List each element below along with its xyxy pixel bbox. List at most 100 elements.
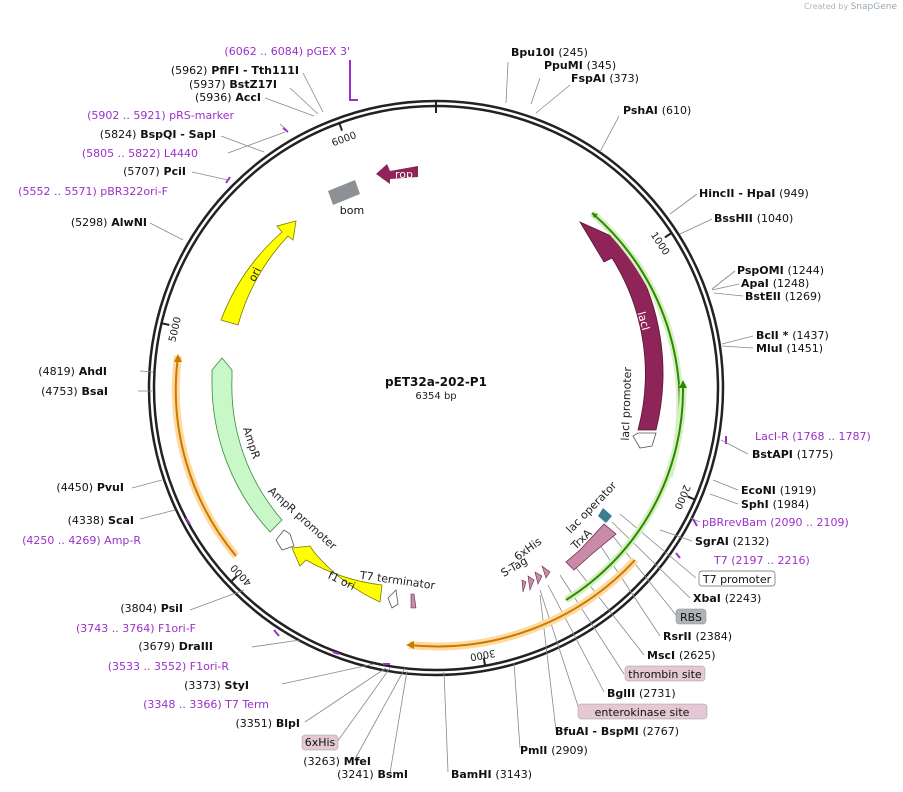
lacI-promoter-label: lacI promoter <box>619 366 635 441</box>
tick-label-2000: 2000 <box>672 483 692 511</box>
label-pBR322ori-F: (5552 .. 5571) pBR322ori-F <box>18 185 168 198</box>
label-HincII: HincII - HpaI (949) <box>699 187 809 200</box>
label-DraIII: (3679) DraIII <box>138 640 213 653</box>
green-arrow-head-1 <box>592 213 598 218</box>
S-Tag-label: S-Tag <box>499 554 530 580</box>
tick-label-1000: 1000 <box>648 230 671 257</box>
tick-mark-5000 <box>161 322 170 327</box>
box-enterokinase <box>577 703 708 720</box>
label-BsaI: (4753) BsaI <box>41 385 108 398</box>
label-AccI: (5936) AccI <box>195 91 261 104</box>
label-F1ori-R: (3533 .. 3552) F1ori-R <box>108 660 230 673</box>
label-BamHI: BamHI (3143) <box>451 768 532 781</box>
label-BsmI: (3241) BsmI <box>337 768 408 781</box>
label-RBS: RBS <box>680 611 702 624</box>
label-SgrAI: SgrAI (2132) <box>695 535 769 548</box>
snapgene-watermark: Created by SnapGene <box>804 2 897 12</box>
f1-ori-label: f1 ori <box>326 569 357 593</box>
f1-ori-arrow <box>291 545 383 603</box>
watermark-brand: SnapGene <box>850 2 897 12</box>
label-Amp-R: (4250 .. 4269) Amp-R <box>22 534 141 547</box>
rop-arrow <box>376 164 418 184</box>
plasmid-length: 6354 bp <box>415 391 456 402</box>
label-AlwNI: (5298) AlwNI <box>71 216 147 229</box>
label-BlpI: (3351) BlpI <box>235 717 300 730</box>
lac-operator-box <box>598 508 612 523</box>
orange-arc-outer-line <box>174 355 237 557</box>
bom-label: bom <box>340 204 364 217</box>
label-EcoNI: EcoNI (1919) <box>741 484 816 497</box>
label-PshAI: PshAI (610) <box>623 104 691 117</box>
tick-label-6000: 6000 <box>330 130 358 149</box>
label-PflFI: (5962) PflFI - Tth111I <box>171 64 299 77</box>
S-Tag-mark-b <box>521 579 527 593</box>
label-MfeI: (3263) MfeI <box>303 755 371 768</box>
label-BclI: BclI * (1437) <box>756 329 829 342</box>
site-labels: (6062 .. 6084) pGEX 3' (5962) PflFI - Tt… <box>18 45 871 781</box>
label-RsrII: RsrII (2384) <box>663 630 732 643</box>
label-T7-Term: (3348 .. 3366) T7 Term <box>143 698 269 711</box>
green-arc-2-line <box>565 383 685 601</box>
label-Bpu10I: Bpu10I (245) <box>511 46 588 59</box>
tick-mark-6000 <box>338 122 343 131</box>
label-PspOMI: PspOMI (1244) <box>737 264 824 277</box>
ori-label: ori <box>246 265 264 284</box>
label-T7-promoter: T7 promoter <box>702 573 772 586</box>
label-XbaI: XbaI (2243) <box>693 592 761 605</box>
6xHis-mark-b <box>534 571 543 585</box>
6xHis-mark-a <box>541 565 551 579</box>
label-pBRrevBam: pBRrevBam (2090 .. 2109) <box>702 516 849 529</box>
bom-box <box>328 180 360 205</box>
lacI-arrow <box>579 221 664 431</box>
tick-label-3000: 3000 <box>469 647 496 662</box>
label-pRS-marker: (5902 .. 5921) pRS-marker <box>87 109 234 122</box>
TrxA-arrow <box>565 523 617 571</box>
AmpR-promoter-arrow <box>275 529 295 551</box>
label-MluI: MluI (1451) <box>756 342 823 355</box>
label-BstEII: BstEII (1269) <box>745 290 821 303</box>
watermark-prefix: Created by <box>804 2 849 11</box>
label-T7: T7 (2197 .. 2216) <box>713 554 810 567</box>
T7-terminator-mark <box>410 593 417 609</box>
label-FspAI: FspAI (373) <box>571 72 639 85</box>
lac-operator-label: lac operator <box>564 479 620 536</box>
label-L4440: (5805 .. 5822) L4440 <box>82 147 198 160</box>
label-ScaI: (4338) ScaI <box>68 514 134 527</box>
tick-mark-1000 <box>664 232 673 239</box>
label-PmlI: PmlI (2909) <box>520 744 588 757</box>
tick-mark-3000 <box>482 657 487 666</box>
label-BstAPI: BstAPI (1775) <box>752 448 833 461</box>
label-BstZ17I: (5937) BstZ17I <box>189 78 277 91</box>
features-layer: rop bom ori lacI lacI promoter AmpR AmpR <box>171 164 687 651</box>
box-thrombin <box>624 665 706 682</box>
label-LacI-R: LacI-R (1768 .. 1787) <box>755 430 871 443</box>
tick-label-5000: 5000 <box>167 316 184 343</box>
box-6xHis <box>301 734 339 751</box>
T7-terminator-arrow <box>387 589 399 609</box>
label-thrombin: thrombin site <box>628 668 702 681</box>
label-AhdI: (4819) AhdI <box>38 365 107 378</box>
label-BfuAI: BfuAI - BspMI (2767) <box>555 725 679 738</box>
tick-mark-2000 <box>687 495 696 501</box>
orange-arrow-head-2 <box>406 641 414 649</box>
box-T7-promoter <box>698 570 776 587</box>
label-StyI: (3373) StyI <box>184 679 249 692</box>
label-MscI: MscI (2625) <box>647 649 716 662</box>
box-RBS <box>675 608 707 625</box>
orange-arc-bottom-line <box>408 559 636 648</box>
label-PciI: (5707) PciI <box>123 165 186 178</box>
ori-arrow <box>220 220 297 326</box>
tick-mark-4000 <box>230 575 238 583</box>
label-PvuI: (4450) PvuI <box>56 481 124 494</box>
lacI-promoter-arrow <box>632 432 657 449</box>
AmpR-arrow <box>211 357 283 533</box>
S-Tag-mark <box>527 575 535 592</box>
plasmid-name: pET32a-202-P1 <box>385 375 487 389</box>
label-PpuMI: PpuMI (345) <box>544 59 616 72</box>
green-arrow-head-2 <box>679 380 687 388</box>
label-PsiI: (3804) PsiI <box>120 602 183 615</box>
label-6xHis-box: 6xHis <box>305 736 336 749</box>
label-enterokinase: enterokinase site <box>595 706 690 719</box>
